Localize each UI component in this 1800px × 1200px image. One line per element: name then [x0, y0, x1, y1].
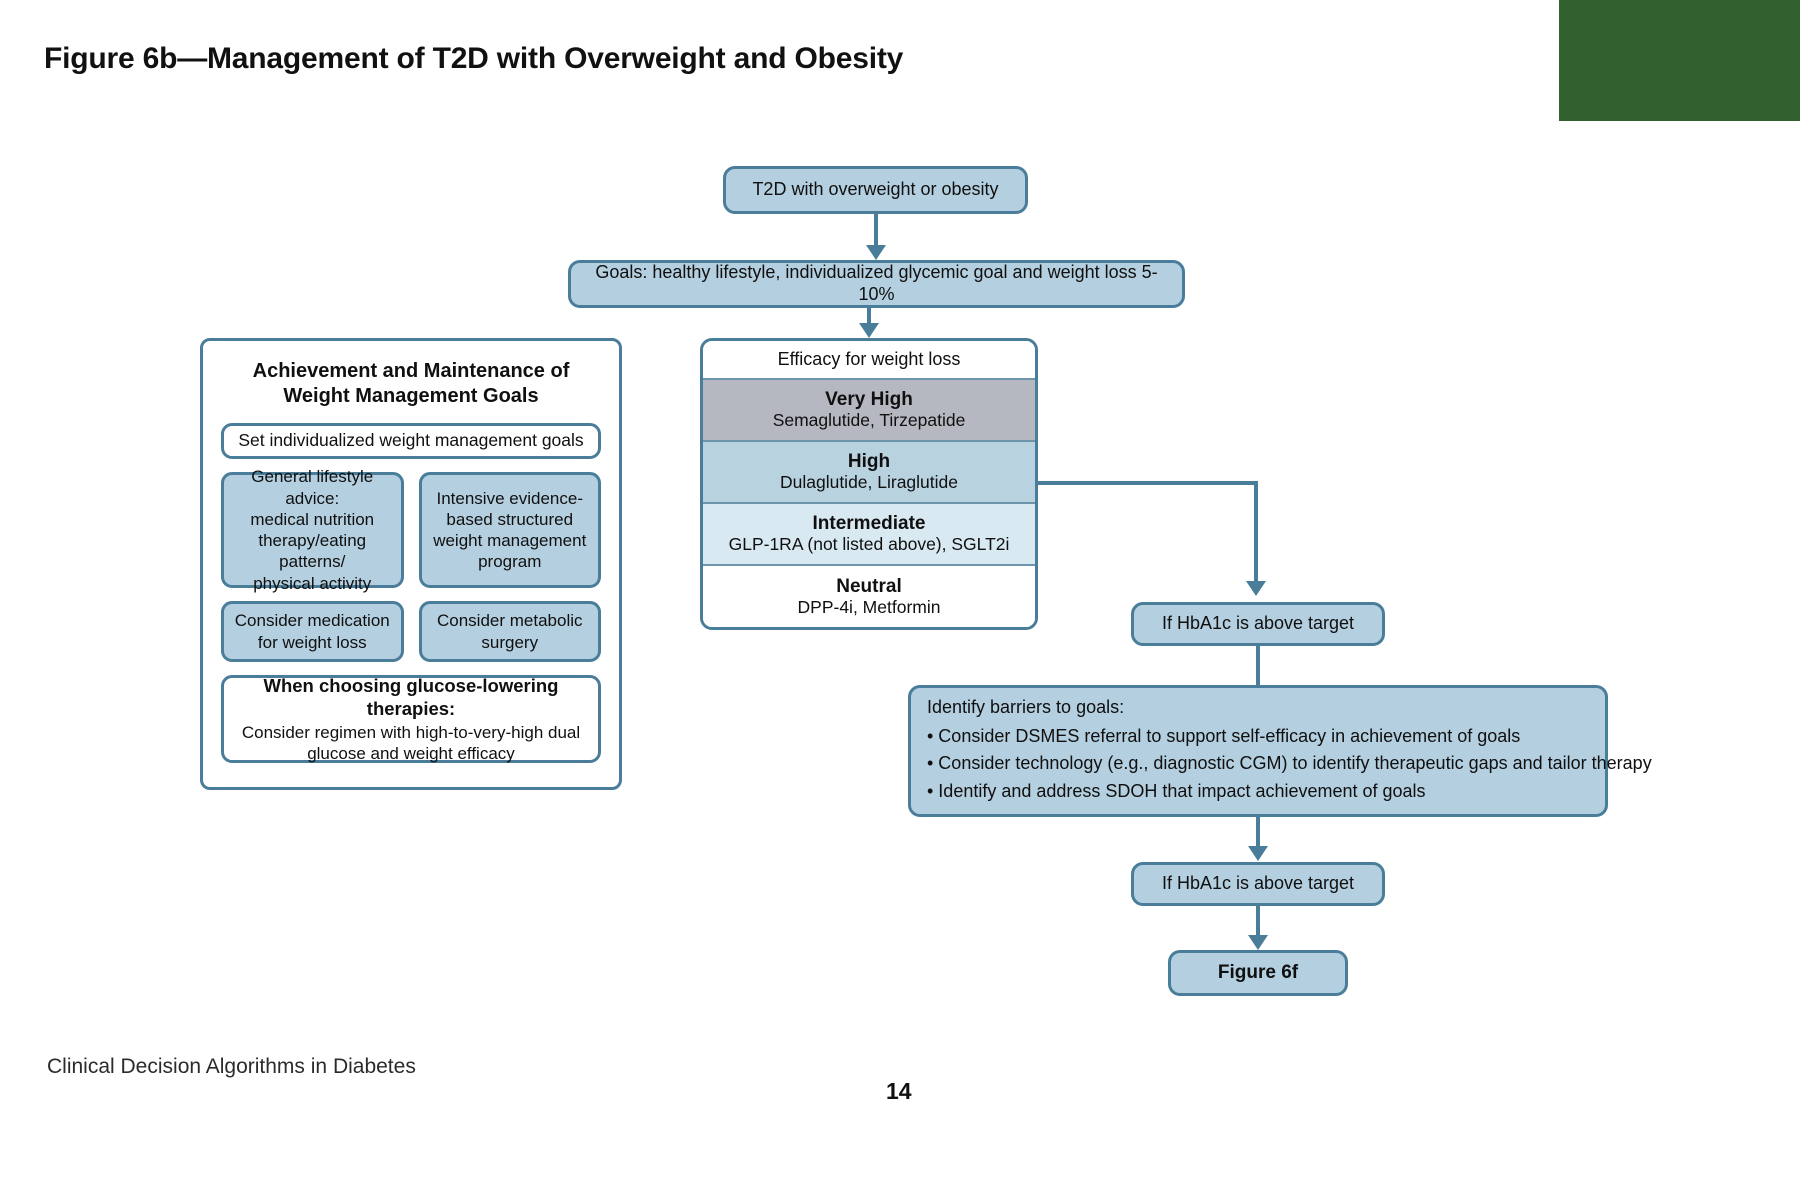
- node-figure-6f-label: Figure 6f: [1217, 962, 1299, 984]
- connector-high-row-horizontal: [1036, 481, 1258, 485]
- arrowhead-to-hba1c-1: [1246, 581, 1266, 596]
- efficacy-level: Intermediate: [812, 512, 926, 534]
- program-line-1: Intensive evidence-: [436, 488, 583, 508]
- barriers-item: • Consider technology (e.g., diagnostic …: [927, 753, 1652, 774]
- node-hba1c-2-label: If HbA1c is above target: [1161, 873, 1355, 894]
- node-goals-label: Goals: healthy lifestyle, individualized…: [595, 262, 1158, 304]
- node-hba1c-above-target-1[interactable]: If HbA1c is above target: [1131, 602, 1385, 646]
- node-consider-medication-weight-loss[interactable]: Consider medication for weight loss: [221, 601, 404, 662]
- node-t2d-label: T2D with overweight or obesity: [752, 179, 999, 200]
- page-number: 14: [886, 1078, 912, 1104]
- page-title: Figure 6b—Management of T2D with Overwei…: [44, 42, 904, 75]
- connector-goals-to-efficacy: [867, 308, 871, 324]
- node-general-lifestyle-advice[interactable]: General lifestyle advice: medical nutrit…: [221, 467, 404, 593]
- connector-high-row-vertical: [1254, 481, 1258, 582]
- connector-barriers-to-hba1c2: [1256, 817, 1260, 847]
- efficacy-drugs: DPP-4i, Metformin: [797, 597, 941, 618]
- node-hba1c-1-label: If HbA1c is above target: [1161, 613, 1355, 634]
- connector-hba1c1-to-barriers: [1256, 646, 1260, 685]
- arrowhead-to-hba1c-2: [1248, 846, 1268, 861]
- node-set-individualized-goals[interactable]: Set individualized weight management goa…: [221, 423, 601, 459]
- connector-t2d-to-goals: [874, 214, 878, 246]
- arrowhead-t2d-to-goals: [866, 245, 886, 260]
- panel-heading-line1: Achievement and Maintenance of: [252, 360, 570, 382]
- table-row[interactable]: High Dulaglutide, Liraglutide: [703, 442, 1035, 504]
- medication-line-1: Consider medication: [234, 611, 390, 631]
- surgery-line-2: surgery: [481, 632, 539, 652]
- efficacy-level: High: [847, 450, 891, 472]
- footer-note: Clinical Decision Algorithms in Diabetes: [47, 1055, 416, 1078]
- choosing-heading: When choosing glucose-lowering therapies…: [263, 674, 559, 719]
- efficacy-drugs: Dulaglutide, Liraglutide: [779, 472, 959, 493]
- panel-weight-management-goals: Achievement and Maintenance of Weight Ma…: [200, 338, 622, 790]
- panel-inner-wrap: Set individualized weight management goa…: [221, 423, 601, 763]
- node-intensive-weight-management-program[interactable]: Intensive evidence- based structured wei…: [418, 472, 601, 588]
- program-line-3: weight management: [433, 531, 587, 550]
- choosing-line-2: glucose and weight efficacy: [307, 744, 515, 764]
- efficacy-level: Neutral: [836, 575, 902, 597]
- efficacy-drugs: Semaglutide, Tirzepatide: [772, 410, 966, 431]
- barriers-item: • Consider DSMES referral to support sel…: [927, 725, 1521, 746]
- table-header: Efficacy for weight loss: [703, 341, 1035, 380]
- panel-heading-line2: Weight Management Goals: [283, 385, 539, 407]
- node-consider-metabolic-surgery[interactable]: Consider metabolic surgery: [418, 601, 601, 662]
- choosing-line-1: Consider regimen with high-to-very-high …: [241, 722, 581, 742]
- table-row[interactable]: Intermediate GLP-1RA (not listed above),…: [703, 504, 1035, 566]
- node-choosing-glucose-lowering-therapies[interactable]: When choosing glucose-lowering therapies…: [221, 675, 601, 763]
- arrowhead-to-figure-6f: [1248, 935, 1268, 950]
- medication-line-2: for weight loss: [257, 632, 367, 652]
- surgery-line-1: Consider metabolic: [436, 611, 583, 631]
- panel-heading: Achievement and Maintenance of Weight Ma…: [219, 359, 603, 409]
- table-efficacy-for-weight-loss: Efficacy for weight loss Very High Semag…: [700, 338, 1038, 630]
- connector-hba1c2-to-figure: [1256, 906, 1260, 936]
- node-t2d-overweight-obesity[interactable]: T2D with overweight or obesity: [723, 166, 1028, 214]
- efficacy-level: Very High: [825, 388, 913, 410]
- node-figure-6f-link[interactable]: Figure 6f: [1168, 950, 1348, 996]
- lifestyle-line-1: General lifestyle advice:: [251, 467, 374, 508]
- row-medication-and-surgery: Consider medication for weight loss Cons…: [221, 601, 601, 662]
- barriers-item: • Identify and address SDOH that impact …: [927, 780, 1426, 801]
- table-row[interactable]: Very High Semaglutide, Tirzepatide: [703, 380, 1035, 442]
- program-line-2: based structured: [446, 509, 574, 529]
- node-goals[interactable]: Goals: healthy lifestyle, individualized…: [568, 260, 1185, 308]
- table-header-label: Efficacy for weight loss: [777, 349, 961, 369]
- green-accent-block: [1559, 0, 1800, 121]
- row-lifestyle-and-program: General lifestyle advice: medical nutrit…: [221, 467, 601, 593]
- barriers-heading: Identify barriers to goals:: [927, 696, 1125, 717]
- node-hba1c-above-target-2[interactable]: If HbA1c is above target: [1131, 862, 1385, 906]
- arrowhead-goals-to-efficacy: [859, 323, 879, 338]
- lifestyle-line-3: therapy/eating patterns/: [258, 531, 367, 572]
- lifestyle-line-2: medical nutrition: [250, 509, 375, 529]
- lifestyle-line-4: physical activity: [253, 573, 372, 593]
- efficacy-drugs: GLP-1RA (not listed above), SGLT2i: [728, 534, 1010, 555]
- node-identify-barriers-to-goals[interactable]: Identify barriers to goals: • Consider D…: [908, 685, 1652, 817]
- table-row[interactable]: Neutral DPP-4i, Metformin: [703, 566, 1035, 627]
- program-line-4: program: [478, 552, 542, 572]
- node-set-goals-label: Set individualized weight management goa…: [238, 430, 584, 451]
